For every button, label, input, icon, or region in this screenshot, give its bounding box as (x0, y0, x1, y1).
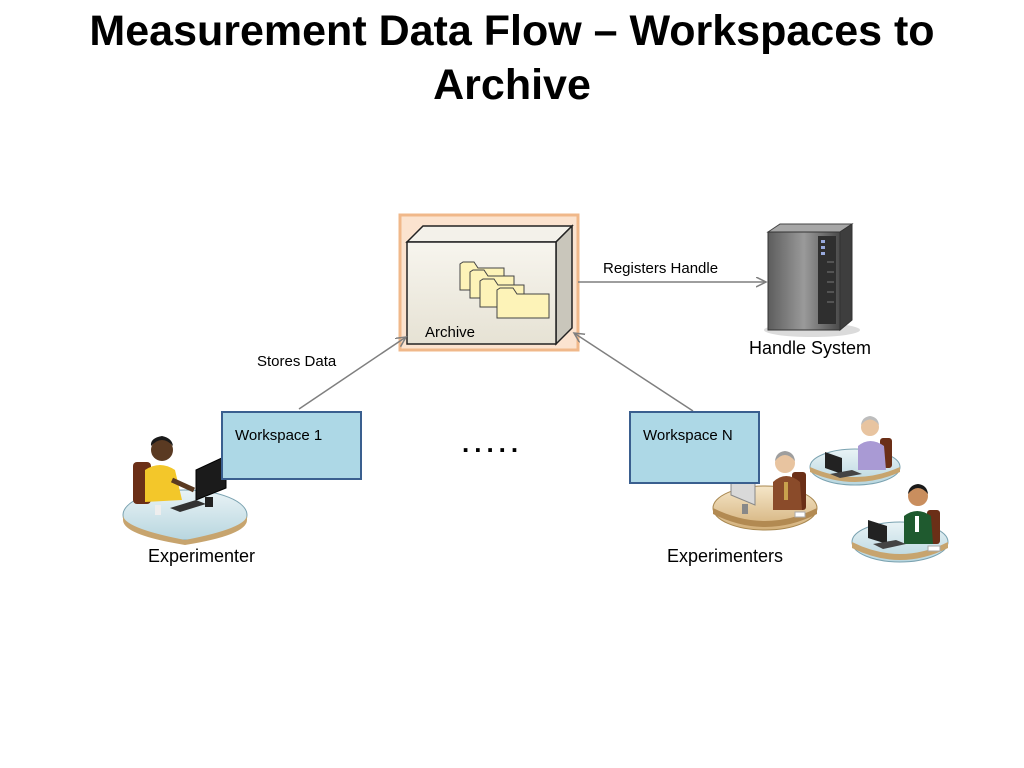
ellipsis: ..... (462, 428, 524, 458)
registers-handle-label: Registers Handle (603, 260, 719, 277)
workspace-n-label: Workspace N (643, 427, 733, 444)
experimenters-label: Experimenters (667, 546, 784, 566)
arrow-stores-data (298, 337, 406, 410)
workspace-1-label: Workspace 1 (235, 427, 323, 444)
workspace-1-box: Workspace 1 (221, 411, 362, 480)
page-title: Measurement Data Flow – Workspaces to Ar… (89, 7, 935, 109)
workspace-n-box: Workspace N (629, 411, 760, 484)
experimenter-icon (122, 436, 248, 545)
server-icon (764, 223, 860, 337)
arrow-workspace-n (574, 333, 694, 412)
handle-system-label: Handle System (749, 338, 872, 358)
archive-label: Archive (425, 324, 476, 341)
experimenter-label: Experimenter (148, 546, 256, 566)
folder-stack-icon (459, 261, 550, 319)
stores-data-label: Stores Data (257, 353, 337, 370)
archive-node (398, 213, 580, 352)
experimenters-icon (712, 416, 949, 563)
